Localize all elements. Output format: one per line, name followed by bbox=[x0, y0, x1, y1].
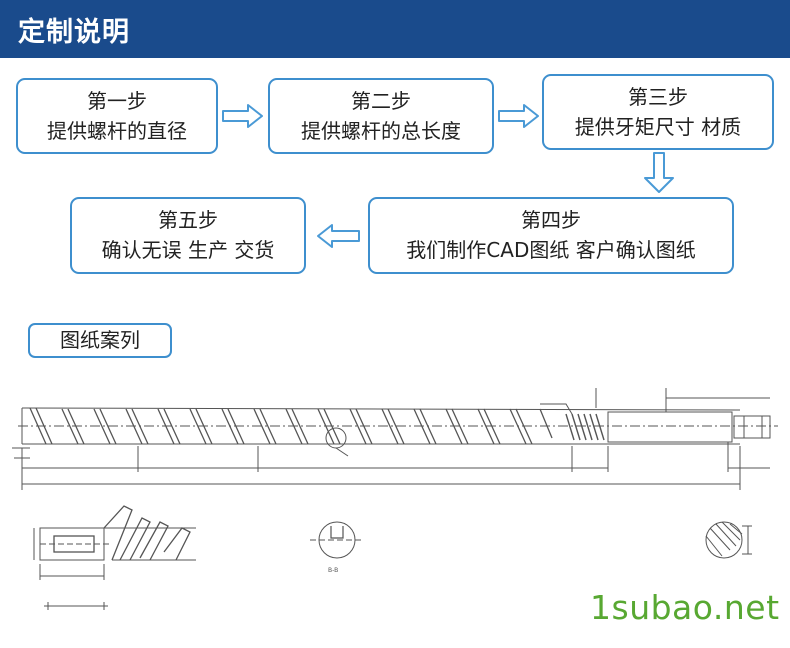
step-3-desc: 提供牙矩尺寸 材质 bbox=[574, 115, 742, 139]
step-4-box: 第四步 我们制作CAD图纸 客户确认图纸 bbox=[368, 197, 734, 274]
step-3-box: 第三步 提供牙矩尺寸 材质 bbox=[542, 74, 774, 150]
step-2-desc: 提供螺杆的总长度 bbox=[301, 119, 461, 143]
arrow-down-icon bbox=[644, 152, 674, 193]
step-2-title: 第二步 bbox=[351, 89, 411, 113]
header-banner: 定制说明 bbox=[0, 0, 790, 58]
case-section-label: 图纸案列 bbox=[28, 323, 172, 358]
step-5-desc: 确认无误 生产 交货 bbox=[101, 238, 275, 262]
step-1-title: 第一步 bbox=[87, 89, 147, 113]
watermark-text: 1subao.net bbox=[590, 588, 780, 627]
step-4-title: 第四步 bbox=[521, 208, 581, 232]
step-4-desc: 我们制作CAD图纸 客户确认图纸 bbox=[406, 238, 696, 262]
step-3-title: 第三步 bbox=[628, 85, 688, 109]
arrow-left-icon bbox=[317, 224, 360, 248]
page-title: 定制说明 bbox=[18, 17, 130, 48]
step-5-title: 第五步 bbox=[158, 208, 218, 232]
step-2-box: 第二步 提供螺杆的总长度 bbox=[268, 78, 494, 154]
arrow-right-icon bbox=[498, 104, 539, 128]
arrow-right-icon bbox=[222, 104, 263, 128]
step-5-box: 第五步 确认无误 生产 交货 bbox=[70, 197, 306, 274]
step-1-box: 第一步 提供螺杆的直径 bbox=[16, 78, 218, 154]
screw-technical-drawing: B-B bbox=[12, 388, 778, 610]
step-1-desc: 提供螺杆的直径 bbox=[47, 119, 187, 143]
section-bb-label: B-B bbox=[328, 567, 338, 574]
